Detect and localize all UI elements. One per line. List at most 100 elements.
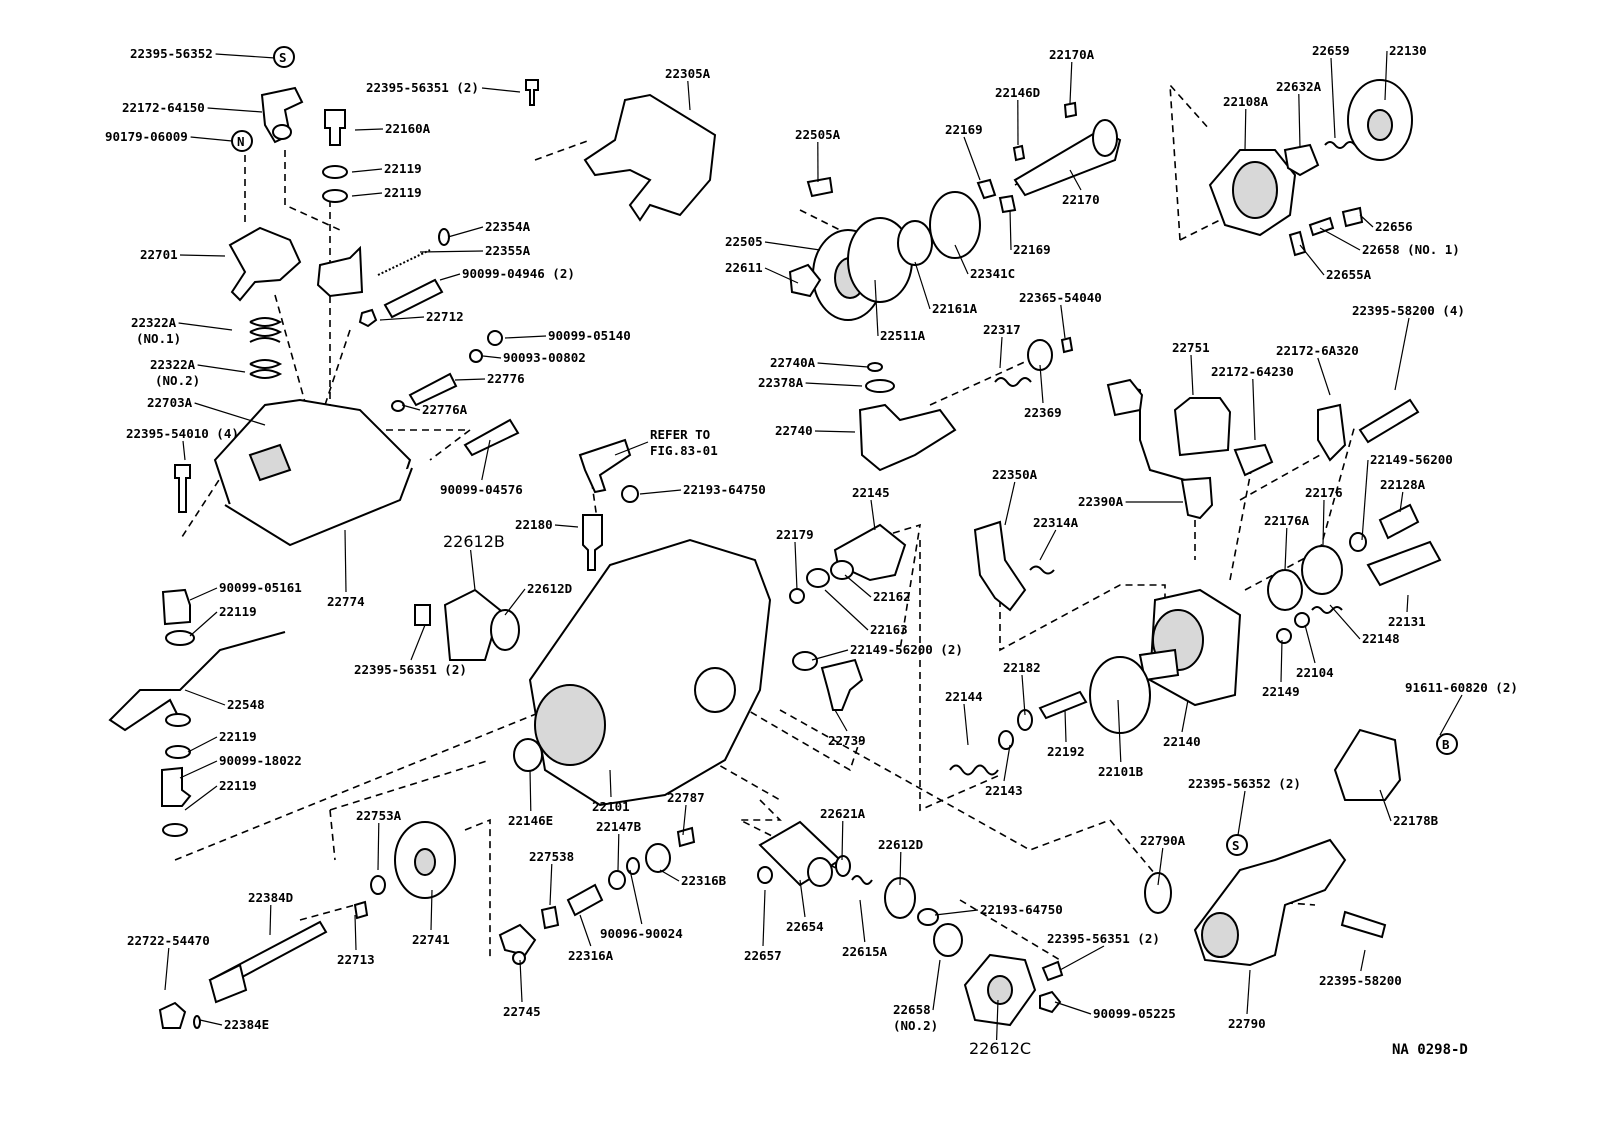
- part-label-l68: 22774: [327, 594, 365, 609]
- part-label-l47: 22703A: [147, 395, 193, 410]
- part-label-l117: 90099-05225: [1093, 1006, 1176, 1021]
- part-label-l51: 22740: [775, 423, 813, 438]
- bolt-22395-54010: [174, 464, 191, 513]
- leader-line-l8: [687, 80, 691, 111]
- assembly-guide-lines: [174, 82, 1356, 961]
- leader-line-l58: [1004, 481, 1016, 526]
- pin-22316A: [566, 883, 604, 917]
- seal-22179: [789, 588, 805, 604]
- housing-port: [694, 667, 736, 713]
- leader-line-l88: [184, 785, 218, 811]
- screw-22131: [1366, 540, 1442, 587]
- part-label-l54: 22193-64750: [683, 482, 766, 497]
- washer-22149-56200-r: [1349, 532, 1367, 552]
- leader-line-l52: [1361, 459, 1369, 541]
- part-label-l13: 22632A: [1276, 79, 1322, 94]
- part-label-l84: 22140: [1163, 734, 1201, 749]
- ring-22354A: [438, 228, 450, 246]
- leader-line-l49: [1039, 364, 1044, 404]
- ring-22753A: [370, 875, 386, 895]
- leader-line-l107: [164, 947, 170, 991]
- leader-line-l74: [811, 649, 849, 661]
- bolt-90099-04946: [383, 278, 444, 319]
- reference-note-line1: REFER TO: [650, 427, 710, 442]
- leader-line-l64: [470, 549, 476, 591]
- leader-line-l78: [1439, 694, 1463, 736]
- part-label-l94: 22178B: [1393, 813, 1439, 828]
- washer-22378A: [865, 379, 895, 393]
- part-label-l104: 22741: [412, 932, 450, 947]
- part-label-l111: 22657: [744, 948, 782, 963]
- part-label-l95: 22147B: [596, 819, 642, 834]
- bolt-22395-58200-top: [1358, 398, 1420, 444]
- part-label-l96: 22621A: [820, 806, 866, 821]
- spring-22317: [994, 377, 1032, 387]
- part-label-l113: 22658: [893, 1002, 931, 1017]
- part-drawings: [108, 46, 1458, 1029]
- linkage-22745: [498, 923, 537, 957]
- part-label-l9: 22170A: [1049, 47, 1095, 62]
- part-label-l66: 90099-05161: [219, 580, 302, 595]
- part-label-l12: 22130: [1389, 43, 1427, 58]
- oring-22612D-a: [490, 609, 520, 651]
- leader-line-l75: [1021, 674, 1026, 716]
- seal-22162: [830, 560, 854, 580]
- pin-22658-no1: [1308, 216, 1335, 237]
- leader-line-l93: [377, 822, 380, 871]
- solenoid-22751: [1173, 397, 1232, 457]
- leader-line-l100: [659, 869, 680, 882]
- clip-22656: [1341, 206, 1364, 228]
- spring-22615A: [851, 875, 873, 885]
- leader-line-l19: [1359, 214, 1374, 228]
- valve-22790-bore: [1201, 912, 1239, 958]
- leader-line-l117: [1054, 1001, 1092, 1015]
- leader-line-l102: [934, 909, 979, 916]
- symbol-n: N: [237, 134, 245, 149]
- oring-22176A: [1267, 569, 1303, 611]
- leader-line-l36: [504, 335, 547, 339]
- bolt-22160A: [324, 109, 346, 146]
- leader-line-l72: [824, 589, 869, 631]
- leader-line-l17: [1069, 169, 1082, 191]
- pipe-22548: [108, 631, 286, 732]
- part-label-l27: 22611: [725, 260, 763, 275]
- part-label-l106: 22395-56351 (2): [1047, 931, 1160, 946]
- part-label-l116: 22384E: [224, 1017, 269, 1032]
- bolt-22395-56351-left: [414, 604, 431, 626]
- part-label-l114: (NO.2): [893, 1018, 938, 1033]
- clip-22384E: [193, 1015, 201, 1029]
- part-label-l98: 22612D: [878, 837, 923, 852]
- part-label-l72: 22163: [870, 622, 908, 637]
- leader-line-l87: [1237, 790, 1246, 836]
- leader-line-l44: [805, 382, 863, 387]
- leader-line-l80: [184, 689, 226, 706]
- leader-line-l22: [447, 226, 484, 238]
- ring-22740A: [867, 362, 883, 372]
- part-label-l38: 22751: [1172, 340, 1210, 355]
- part-label-l79: 22144: [945, 689, 983, 704]
- part-label-l112: 22395-58200: [1319, 973, 1402, 988]
- ring-90096-90024: [626, 857, 640, 875]
- leader-line-l106: [1059, 945, 1105, 971]
- part-label-l23: 22355A: [485, 243, 531, 258]
- leader-line-l12: [1384, 50, 1388, 101]
- part-label-l22: 22354A: [485, 219, 531, 234]
- bolt-22395-58200-bottom: [1340, 910, 1387, 939]
- part-label-l100: 22316B: [681, 873, 727, 888]
- part-label-l108: 22615A: [842, 944, 888, 959]
- part-label-l55: 22145: [852, 485, 890, 500]
- part-label-l53: 90099-04576: [440, 482, 523, 497]
- piston-22658-no2: [933, 923, 963, 957]
- part-label-l78: 91611-60820 (2): [1405, 680, 1518, 695]
- seal-22163: [806, 568, 830, 588]
- connector-22751: [1106, 378, 1144, 417]
- piston-22654-end: [807, 857, 833, 887]
- lever-assembly-22305A: [583, 93, 717, 222]
- washer-22119-c: [165, 630, 195, 646]
- leader-line-l76: [1304, 624, 1316, 664]
- part-label-l119: 22612C: [969, 1039, 1031, 1058]
- leader-line-l89: [1003, 744, 1011, 782]
- leader-line-l71: [1406, 594, 1409, 613]
- key-22169-a: [976, 178, 997, 200]
